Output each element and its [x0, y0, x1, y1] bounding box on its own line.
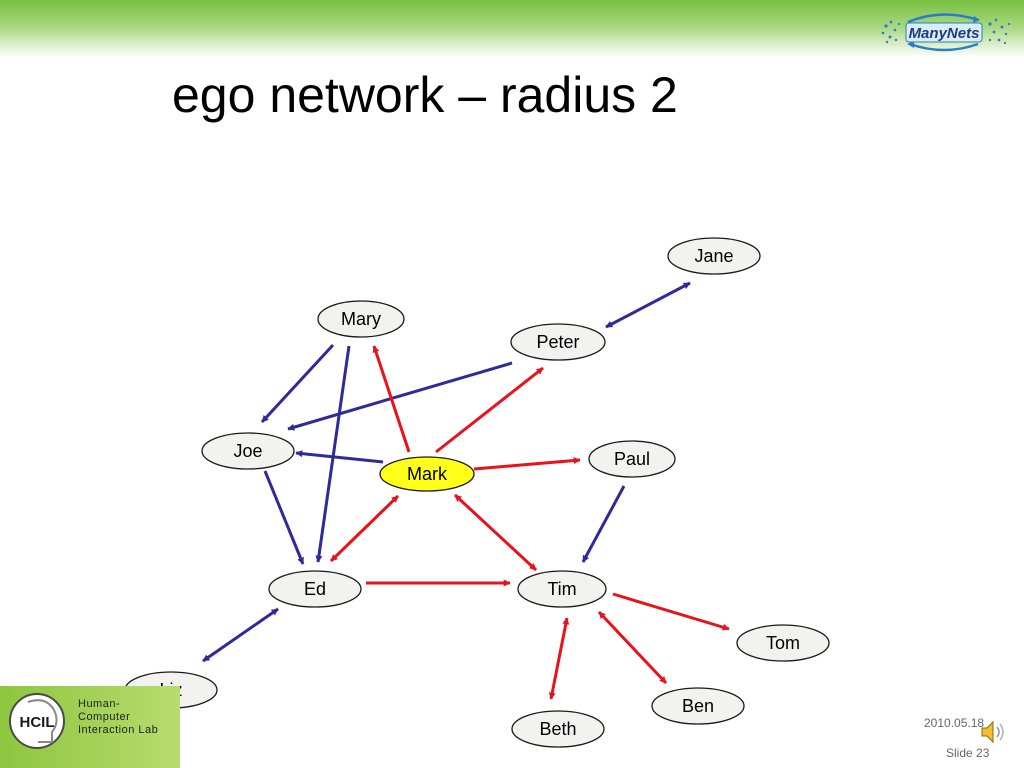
node-ed: Ed [268, 570, 362, 608]
node-label-mark: Mark [407, 464, 448, 484]
node-mark: Mark [379, 456, 475, 492]
node-ben: Ben [651, 687, 745, 725]
edge-mark-joe [295, 450, 384, 464]
hcil-badge-text: HCIL [20, 714, 55, 731]
slide-title: ego network – radius 2 [172, 67, 678, 123]
node-label-paul: Paul [614, 449, 650, 469]
node-shape [588, 440, 676, 478]
node-peter: Peter [510, 323, 606, 361]
hcil-badge-icon: HCIL [9, 693, 65, 749]
node-tim: Tim [517, 570, 607, 608]
edge-mark-tim [453, 493, 538, 572]
slide-number: Slide 23 [946, 746, 990, 760]
node-tom: Tom [736, 624, 830, 662]
node-label-tim: Tim [547, 579, 576, 599]
hcil-line-2: Computer [78, 711, 131, 723]
node-shape [736, 624, 830, 662]
node-mary: Mary [317, 300, 405, 338]
node-shape [667, 237, 761, 275]
node-shape [511, 710, 605, 748]
node-label-jane: Jane [694, 246, 733, 266]
edge-peter-jane [605, 281, 691, 329]
node-label-mary: Mary [341, 309, 381, 329]
node-shape [268, 570, 362, 608]
edge-mark-ed [329, 494, 400, 563]
speaker-icon[interactable] [976, 716, 1008, 748]
edge-mark-mary [372, 345, 411, 453]
edge-joe-ed [263, 470, 305, 565]
node-shape [317, 300, 405, 338]
manynets-logo-text: ManyNets [909, 25, 980, 42]
node-paul: Paul [588, 440, 676, 478]
node-shape [201, 432, 295, 470]
node-label-joe: Joe [233, 441, 262, 461]
header-band [0, 0, 1024, 58]
node-label-beth: Beth [539, 719, 576, 739]
node-layer: JaneMaryPeterJoeMarkPaulEdTimTomLizBenBe… [124, 237, 830, 748]
manynets-logo: ManyNets [881, 13, 1011, 52]
edge-paul-tim [581, 485, 626, 563]
edge-tim-ben [597, 610, 668, 685]
edge-mary-ed [315, 345, 351, 563]
hcil-line-1: Human- [78, 698, 121, 710]
edge-mark-peter [435, 366, 544, 454]
edge-mary-joe [260, 343, 335, 424]
node-beth: Beth [511, 710, 605, 748]
edge-tim-tom [612, 592, 730, 631]
node-shape [651, 687, 745, 725]
slide-date: 2010.05.18 [924, 716, 985, 730]
edge-tim-beth [548, 617, 570, 700]
node-jane: Jane [667, 237, 761, 275]
hcil-logo: HCIL Human- Computer Interaction Lab [0, 686, 180, 768]
node-label-tom: Tom [766, 633, 800, 653]
edge-ed-liz [202, 607, 279, 663]
edge-layer [202, 281, 730, 700]
ego-node-shape [379, 456, 475, 492]
node-shape [517, 570, 607, 608]
edge-peter-joe [287, 361, 513, 431]
node-shape [510, 323, 606, 361]
node-label-peter: Peter [536, 332, 579, 352]
hcil-logo-text: Human- Computer Interaction Lab [78, 698, 158, 737]
edge-mark-paul [473, 457, 581, 471]
node-label-ed: Ed [304, 579, 326, 599]
node-joe: Joe [201, 432, 295, 470]
node-label-ben: Ben [682, 696, 714, 716]
hcil-line-3: Interaction Lab [78, 724, 159, 736]
